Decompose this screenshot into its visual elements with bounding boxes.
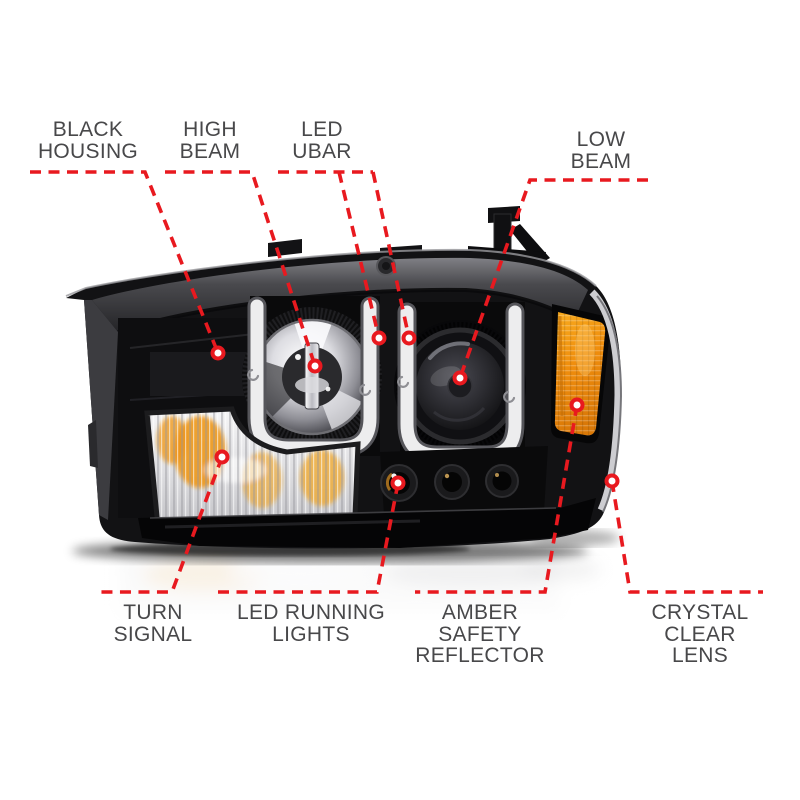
dot-led-ubar-right [401, 330, 417, 346]
adjuster-screw-center [382, 262, 390, 270]
dot-high-beam [307, 358, 323, 374]
callout-lines [30, 170, 763, 594]
label-crystal-clear-lens: CRYSTAL CLEAR LENS [651, 601, 749, 667]
dot-turn-signal [214, 449, 230, 465]
label-amber-safety-reflector: AMBER SAFETY REFLECTOR [415, 601, 545, 667]
led-running-lights-row [380, 446, 548, 515]
headlight-body [65, 206, 623, 549]
dot-black-housing [210, 345, 226, 361]
rim-highlight [65, 248, 597, 297]
left-bevel [84, 300, 118, 520]
label-led-ubar: LED UBAR [292, 118, 352, 163]
running-light-2 [434, 464, 470, 500]
bottom-chin [138, 498, 596, 548]
leader-amber-safety-reflector [415, 404, 579, 594]
leader-led-ubar [278, 170, 411, 339]
high-beam-projector [242, 307, 382, 447]
left-tab [88, 420, 98, 468]
top-bevel [92, 257, 588, 332]
leader-high-beam [165, 170, 317, 367]
dot-led-running-lights [390, 475, 406, 491]
dot-crystal-clear-lens [604, 473, 620, 489]
running-light-3 [485, 464, 519, 498]
dot-low-beam [452, 370, 468, 386]
label-high-beam: HIGH BEAM [179, 118, 241, 163]
label-black-housing: BLACK HOUSING [37, 118, 139, 163]
leader-crystal-clear-lens [610, 480, 763, 594]
leader-led-running-lights [217, 482, 400, 594]
label-turn-signal: TURN SIGNAL [113, 601, 193, 646]
amber-safety-reflector-part [550, 304, 611, 444]
label-low-beam: LOW BEAM [570, 128, 632, 173]
bevel-shadow-line [117, 287, 576, 334]
dot-amber-safety-reflector [569, 397, 585, 413]
leader-turn-signal [97, 456, 224, 594]
callout-dots [210, 330, 620, 491]
label-led-running-lights: LED RUNNING LIGHTS [237, 601, 385, 646]
dot-led-ubar-left [371, 330, 387, 346]
leader-black-housing [30, 170, 220, 354]
leader-low-beam [458, 178, 648, 379]
turn-signal-lens [144, 406, 361, 530]
